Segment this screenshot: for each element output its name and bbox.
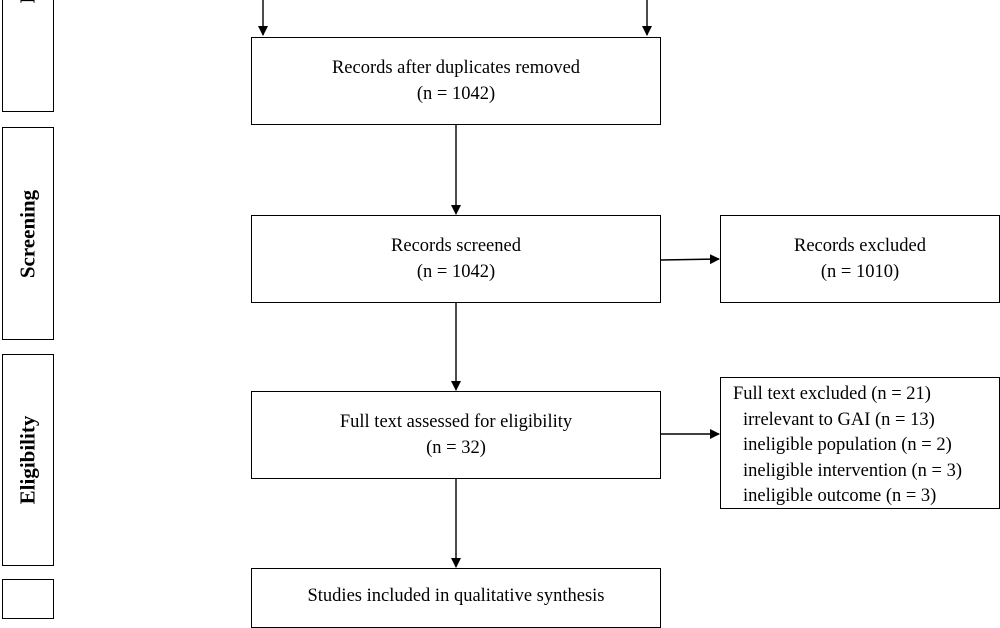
excluded-reason: irrelevant to GAI (n = 13) (743, 409, 935, 430)
excluded-reason: ineligible intervention (n = 3) (743, 460, 963, 481)
box-records-after-duplicates-count: (n = 1042) (416, 84, 496, 104)
box-records-screened-label: Records screened (391, 236, 521, 256)
excluded-reason: ineligible population (n = 2) (743, 435, 952, 455)
box-full-text-excluded-title: Full text excluded (n = 21) (733, 384, 931, 404)
box-full-text-excluded: Full text excluded (n = 21) irrelevant t… (720, 377, 1000, 509)
box-records-excluded: Records excluded (n = 1010) (720, 215, 1000, 303)
box-full-text-assessed-count: (n = 32) (426, 438, 486, 458)
stage-screening: Screening (2, 127, 54, 340)
stage-identification: I (2, 0, 54, 112)
box-records-excluded-label: Records excluded (793, 236, 927, 256)
flow-arrows (258, 0, 720, 568)
stage-eligibility: Eligibility (2, 354, 54, 566)
arrow-screened-to-excluded (660, 254, 720, 265)
box-studies-included: Studies included in qualitative synthesi… (251, 568, 661, 628)
box-records-screened-count: (n = 1042) (416, 262, 496, 282)
box-full-text-assessed-label: Full text assessed for eligibility (339, 412, 573, 432)
excluded-reason: ineligible outcome (n = 3) (743, 486, 937, 506)
box-studies-included-label: Studies included in qualitative synthesi… (307, 586, 605, 606)
box-records-screened: Records screened (n = 1042) (251, 215, 661, 303)
box-records-excluded-count: (n = 1010) (820, 262, 900, 282)
box-records-after-duplicates-label: Records after duplicates removed (331, 58, 581, 78)
box-full-text-assessed: Full text assessed for eligibility (n = … (251, 391, 661, 479)
box-records-after-duplicates: Records after duplicates removed (n = 10… (251, 37, 661, 125)
